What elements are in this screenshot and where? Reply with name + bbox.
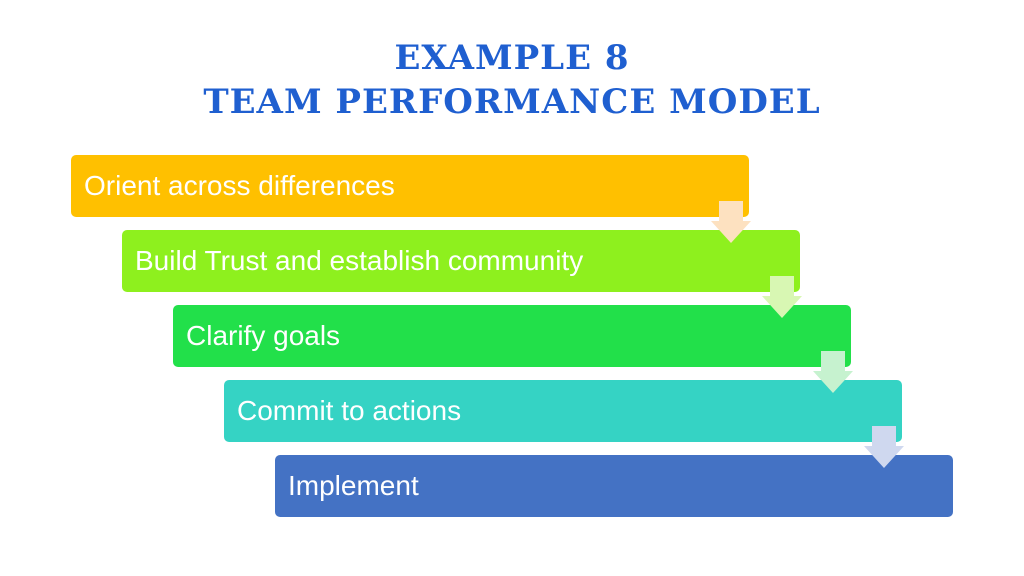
step-commit-to-actions: Commit to actions [224, 380, 902, 442]
step-build-trust: Build Trust and establish community [122, 230, 800, 292]
down-arrow-icon [813, 351, 853, 393]
step-orient-across-differences: Orient across differences [71, 155, 749, 217]
step-implement: Implement [275, 455, 953, 517]
down-arrow-icon [711, 201, 751, 243]
slide-title: EXAMPLE 8 TEAM PERFORMANCE MODEL [0, 36, 1024, 124]
title-line-2: TEAM PERFORMANCE MODEL [203, 82, 821, 122]
step-clarify-goals: Clarify goals [173, 305, 851, 367]
title-line-1: EXAMPLE 8 [394, 38, 630, 78]
down-arrow-icon [762, 276, 802, 318]
down-arrow-icon [864, 426, 904, 468]
